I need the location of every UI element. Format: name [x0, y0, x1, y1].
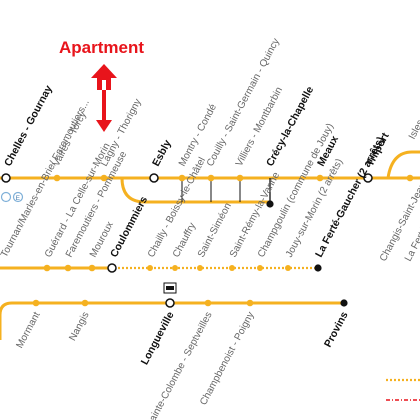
label-laferte-j: La Ferté: [403, 225, 420, 263]
apartment-label: Apartment: [59, 38, 144, 57]
rer-badge-icon: [0, 191, 12, 203]
station-mouroux: [88, 264, 96, 272]
station-guerard: [43, 264, 51, 272]
station-faremoutiers: [64, 264, 72, 272]
station-jouy: [285, 265, 291, 271]
station-champgoulin: [257, 265, 263, 271]
bottom-line: [0, 301, 345, 340]
label-chelles: Chelles - Gournay: [2, 83, 55, 168]
station-laferte-g: [314, 264, 322, 272]
label-chauffry: Chauffry: [171, 221, 198, 259]
legend-fragment: [386, 378, 420, 401]
rer-e-badge-icon: [12, 191, 24, 203]
station-changis: [406, 174, 414, 182]
label-longueville: Longueville: [139, 310, 177, 367]
station-stecolombe: [204, 299, 212, 307]
station-stsimeon: [197, 265, 203, 271]
station-nangis: [81, 299, 89, 307]
station-vaires: [53, 174, 61, 182]
station-chelles: [1, 173, 11, 183]
label-jouy: Jouy-sur-Morin (2 arrêts): [284, 157, 345, 259]
station-montry: [178, 174, 186, 182]
label-stsimeon: Saint-Siméon: [196, 201, 234, 259]
label-isles: Isles: [407, 118, 420, 141]
station-lagny: [100, 174, 108, 182]
station-chailly: [147, 265, 153, 271]
station-building-icon: [163, 282, 177, 294]
rer-e-badge-label: E: [16, 195, 21, 202]
station-champcenoit: [246, 299, 254, 307]
station-longueville: [165, 298, 175, 308]
label-esbly: Esbly: [150, 138, 174, 169]
station-coulommiers: [107, 263, 117, 273]
station-strmy: [229, 265, 235, 271]
label-nangis: Nangis: [67, 310, 91, 343]
station-trilport: [363, 173, 373, 183]
station-couilly: [207, 174, 215, 182]
station-meaux: [316, 174, 324, 182]
label-strmy: Saint-Rémy-la-Vanne: [228, 170, 282, 259]
station-crecy: [266, 200, 274, 208]
station-provins: [340, 299, 348, 307]
station-chauffry: [172, 265, 178, 271]
label-provins: Provins: [322, 310, 351, 350]
label-mormant: Mormant: [14, 310, 42, 350]
station-mormant: [32, 299, 40, 307]
station-villiers: [236, 174, 244, 182]
station-esbly: [149, 173, 159, 183]
apartment-arrow-icon: [91, 64, 117, 132]
